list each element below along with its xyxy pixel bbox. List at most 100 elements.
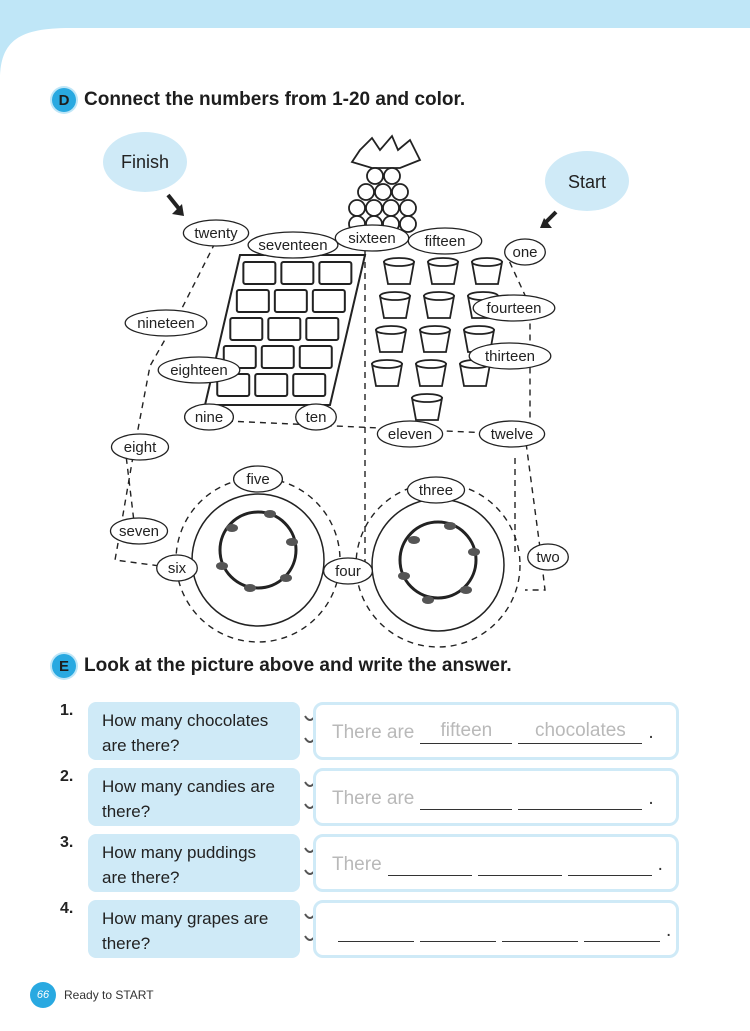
finish-bubble: Finish <box>103 132 187 216</box>
number-label-six: six <box>156 554 198 582</box>
question-text-line2: there? <box>102 934 151 953</box>
right-wheel <box>355 482 521 648</box>
number-label-ten: ten <box>295 403 337 431</box>
answer-prefix: There are <box>332 722 415 743</box>
number-label-three: three <box>406 476 466 504</box>
question-box: How many grapes are there? <box>88 900 300 958</box>
number-label-one: one <box>504 238 546 266</box>
number-label-fifteen: fifteen <box>407 227 483 255</box>
svg-text:nine: nine <box>195 409 223 426</box>
finish-label: Finish <box>121 152 169 172</box>
svg-text:twenty: twenty <box>194 225 238 242</box>
number-label-sixteen: sixteen <box>334 224 410 252</box>
start-bubble: Start <box>540 151 629 228</box>
answer-blank[interactable] <box>477 853 562 876</box>
section-e-badge: E <box>52 654 76 678</box>
number-labels: one two three four five six seven eight nine ten e… <box>109 219 569 585</box>
left-wheel <box>175 477 341 643</box>
grapes <box>348 134 422 233</box>
svg-text:twelve: twelve <box>491 426 534 443</box>
section-d-heading: D Connect the numbers from 1-20 and colo… <box>52 88 465 112</box>
book-title: Ready to START <box>64 988 154 1002</box>
answer-blank[interactable]: chocolates <box>518 721 643 744</box>
svg-text:two: two <box>536 549 559 566</box>
number-label-eleven: eleven <box>376 420 444 448</box>
answer-line: There . <box>332 853 663 876</box>
answer-blank[interactable] <box>518 787 643 810</box>
chocolate-bar <box>203 254 367 406</box>
svg-text:eleven: eleven <box>388 426 432 443</box>
question-4: 4. How many grapes are there? . <box>60 900 680 958</box>
answer-blank[interactable] <box>502 919 578 942</box>
start-label: Start <box>568 172 606 192</box>
answer-box[interactable]: There are fifteen chocolates. <box>313 702 679 760</box>
question-text-line1: How many chocolates <box>102 711 269 730</box>
page-footer: 66 Ready to START <box>30 982 154 1008</box>
number-label-seventeen: seventeen <box>247 231 339 259</box>
svg-text:eight: eight <box>124 439 157 456</box>
svg-text:nineteen: nineteen <box>137 315 195 332</box>
answer-blank[interactable] <box>584 919 660 942</box>
answer-blank[interactable] <box>567 853 652 876</box>
svg-text:six: six <box>168 560 187 577</box>
puddings <box>370 257 504 421</box>
answer-box[interactable]: There . <box>313 834 679 892</box>
svg-text:one: one <box>512 244 537 261</box>
svg-text:fourteen: fourteen <box>486 300 541 317</box>
number-label-twenty: twenty <box>182 219 250 247</box>
question-number: 2. <box>60 768 74 785</box>
section-d-badge: D <box>52 88 76 112</box>
answer-line: There are . <box>332 787 654 810</box>
question-box: How many puddings are there? <box>88 834 300 892</box>
answer-blank[interactable] <box>420 919 496 942</box>
question-box: How many chocolates are there? <box>88 702 300 760</box>
question-text-line1: How many grapes are <box>102 909 269 928</box>
question-text-line2: are there? <box>102 868 180 887</box>
number-label-eighteen: eighteen <box>157 356 241 384</box>
svg-text:three: three <box>419 482 453 499</box>
number-label-four: four <box>322 557 374 585</box>
question-box: How many candies are there? <box>88 768 300 826</box>
answer-box[interactable]: There are . <box>313 768 679 826</box>
question-1: 1. How many chocolates are there? There … <box>60 702 680 760</box>
answer-line: There are fifteen chocolates. <box>332 720 654 744</box>
svg-text:seventeen: seventeen <box>258 237 327 254</box>
top-decoration <box>0 0 750 80</box>
svg-text:thirteen: thirteen <box>485 348 535 365</box>
svg-text:five: five <box>246 471 269 488</box>
answer-blank[interactable] <box>420 787 513 810</box>
page-number: 66 <box>30 982 56 1008</box>
question-number: 4. <box>60 900 74 917</box>
question-text-line1: How many candies are <box>102 777 275 796</box>
answer-prefix: There are <box>332 788 415 809</box>
number-label-twelve: twelve <box>478 420 546 448</box>
answer-line: . <box>332 919 671 942</box>
dot-to-dot-picture: Finish Start one two three four five six seven… <box>103 132 629 648</box>
answer-box[interactable]: . <box>313 900 679 958</box>
answer-blank[interactable] <box>387 853 472 876</box>
number-label-eight: eight <box>110 433 170 461</box>
answer-blank[interactable]: fifteen <box>420 721 513 744</box>
number-label-nineteen: nineteen <box>124 309 208 337</box>
number-label-thirteen: thirteen <box>468 342 552 370</box>
number-label-five: five <box>232 465 284 493</box>
svg-text:fifteen: fifteen <box>425 233 466 250</box>
answer-prefix: There <box>332 854 382 875</box>
question-2: 2. How many candies are there? There are… <box>60 768 680 826</box>
question-number: 3. <box>60 834 74 851</box>
question-text-line1: How many puddings <box>102 843 257 862</box>
number-label-nine: nine <box>183 403 235 431</box>
section-d-title: Connect the numbers from 1-20 and color. <box>84 89 466 110</box>
question-text-line2: are there? <box>102 736 180 755</box>
section-e-heading: E Look at the picture above and write th… <box>52 654 512 678</box>
svg-text:four: four <box>335 563 361 580</box>
answer-blank[interactable] <box>338 919 414 942</box>
question-text-line2: there? <box>102 802 151 821</box>
svg-text:eighteen: eighteen <box>170 362 228 379</box>
question-3: 3. How many puddings are there? There . <box>60 834 680 892</box>
number-label-seven: seven <box>109 517 169 545</box>
number-label-two: two <box>527 543 569 571</box>
question-number: 1. <box>60 702 74 719</box>
svg-text:seven: seven <box>119 523 159 540</box>
svg-text:sixteen: sixteen <box>348 230 396 247</box>
